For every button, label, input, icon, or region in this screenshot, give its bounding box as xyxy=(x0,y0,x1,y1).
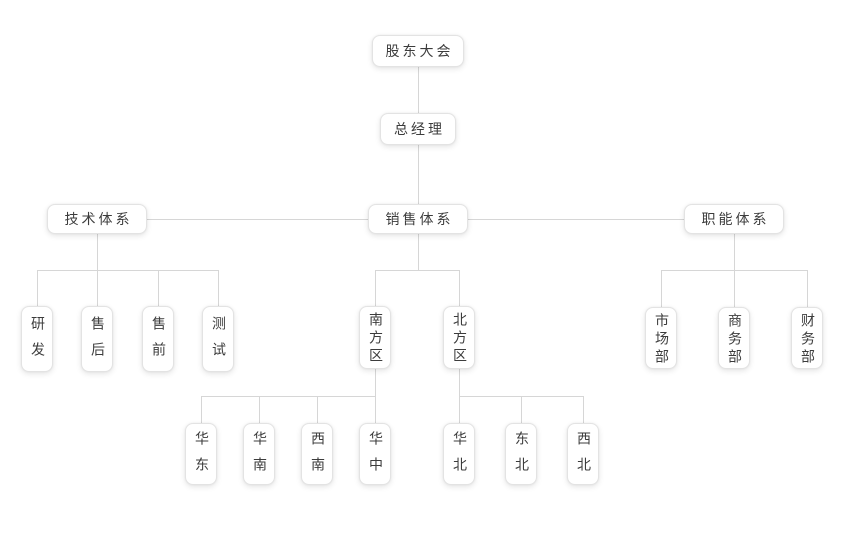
node-pre-sales[interactable]: 售前 xyxy=(142,306,174,372)
connector-line xyxy=(37,270,38,306)
connector-line xyxy=(418,145,419,204)
node-rnd[interactable]: 研发 xyxy=(21,306,53,372)
connector-line xyxy=(418,67,419,113)
node-shareholders-meeting[interactable]: 股东大会 xyxy=(372,35,464,67)
connector-line xyxy=(259,396,260,423)
node-south-china[interactable]: 华南 xyxy=(243,423,275,485)
connector-line xyxy=(37,270,218,271)
connector-line xyxy=(459,369,460,396)
connector-line xyxy=(158,270,159,306)
connector-line xyxy=(97,270,98,306)
connector-line xyxy=(97,234,98,270)
connector-line xyxy=(734,270,735,307)
node-business-dept[interactable]: 商务部 xyxy=(718,307,750,369)
node-southwest-china[interactable]: 西南 xyxy=(301,423,333,485)
connector-line xyxy=(418,234,419,270)
node-north-region[interactable]: 北方区 xyxy=(443,306,475,369)
connector-line xyxy=(201,396,375,397)
node-south-region[interactable]: 南方区 xyxy=(359,306,391,369)
node-functional-system[interactable]: 职能体系 xyxy=(684,204,784,234)
node-central-china[interactable]: 华中 xyxy=(359,423,391,485)
connector-line xyxy=(201,396,202,423)
connector-line xyxy=(317,396,318,423)
connector-line xyxy=(218,270,219,306)
connector-line xyxy=(583,396,584,423)
node-testing[interactable]: 测试 xyxy=(202,306,234,372)
node-sales-system[interactable]: 销售体系 xyxy=(368,204,468,234)
connector-line xyxy=(734,234,735,270)
node-general-manager[interactable]: 总经理 xyxy=(380,113,456,145)
node-northeast-china[interactable]: 东北 xyxy=(505,423,537,485)
node-east-china[interactable]: 华东 xyxy=(185,423,217,485)
node-marketing-dept[interactable]: 市场部 xyxy=(645,307,677,369)
node-finance-dept[interactable]: 财务部 xyxy=(791,307,823,369)
connector-line xyxy=(375,369,376,396)
connector-line xyxy=(807,270,808,307)
connector-line xyxy=(661,270,662,307)
connector-line xyxy=(375,270,376,306)
node-after-sales[interactable]: 售后 xyxy=(81,306,113,372)
node-north-china[interactable]: 华北 xyxy=(443,423,475,485)
node-northwest-china[interactable]: 西北 xyxy=(567,423,599,485)
connector-line xyxy=(459,270,460,306)
node-tech-system[interactable]: 技术体系 xyxy=(47,204,147,234)
connector-line xyxy=(375,396,376,423)
connector-line xyxy=(459,396,460,423)
connector-line xyxy=(375,270,459,271)
connector-line xyxy=(521,396,522,423)
